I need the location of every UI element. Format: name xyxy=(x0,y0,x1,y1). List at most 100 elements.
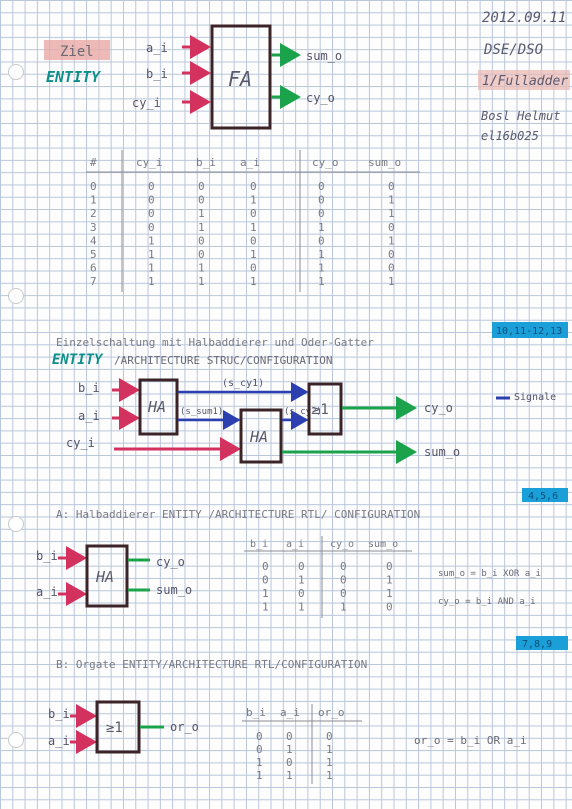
tt-header-bi: b_i xyxy=(196,156,216,169)
or-tt-cell: 1 xyxy=(326,756,333,769)
ha-tt-cell: 1 xyxy=(262,601,269,614)
signal-s-sum1: (s_sum1) xyxy=(180,407,223,417)
tt-cell: 0 xyxy=(198,194,205,207)
or-badge-bg xyxy=(516,636,568,650)
or-th-1: a_i xyxy=(280,706,300,719)
struct-input-cy: cy_i xyxy=(66,436,95,450)
tt-cell: 1 xyxy=(198,262,205,275)
ha2-block xyxy=(239,408,283,464)
ha2-label: HA xyxy=(249,428,268,446)
header-author: Bosl Helmut xyxy=(481,109,560,123)
tt-cell: 1 xyxy=(388,194,395,207)
ha-tt-cell: 1 xyxy=(386,574,393,587)
fa-block xyxy=(210,24,272,130)
tt-cell: 1 xyxy=(198,207,205,220)
header-student-id: el16b025 xyxy=(481,129,539,143)
ha-badge-bg xyxy=(522,488,568,502)
or-tt-cell: 0 xyxy=(326,730,333,743)
struct-input-a: a_i xyxy=(78,409,100,423)
or-input-a: a_i xyxy=(48,734,70,748)
punch-hole xyxy=(8,288,24,304)
ha-tt-cell: 1 xyxy=(262,587,269,600)
ha-output-cy: cy_o xyxy=(156,555,185,569)
ha-tt-cell: 0 xyxy=(386,560,393,573)
ha-tt-cell: 1 xyxy=(298,574,305,587)
fa-input-b: b_i xyxy=(146,67,168,81)
struct-entity-label: ENTITY xyxy=(52,352,104,368)
tt-cell: 4 xyxy=(90,234,97,247)
ha1-block xyxy=(138,378,179,436)
or-output: or_o xyxy=(170,720,199,734)
or-tt-cell: 1 xyxy=(256,769,263,782)
ha1-label: HA xyxy=(147,398,166,416)
tt-cell: 1 xyxy=(250,194,257,207)
tt-cell: 1 xyxy=(90,194,97,207)
tt-cell: 0 xyxy=(388,262,395,275)
ziel-label: Ziel xyxy=(60,44,94,60)
ha-tt-cell: 0 xyxy=(340,560,347,573)
tt-cell: 2 xyxy=(90,207,97,220)
tt-cell: 1 xyxy=(250,221,257,234)
or-gate-label: ≥1 xyxy=(106,720,123,736)
topic-highlight xyxy=(478,70,570,90)
tt-cell: 1 xyxy=(198,221,205,234)
tt-cell: 0 xyxy=(198,180,205,193)
ha-block-label: HA xyxy=(95,568,114,586)
tt-cell: 0 xyxy=(198,234,205,247)
tt-header-sumo: sum_o xyxy=(368,156,401,169)
tt-cell: 0 xyxy=(318,207,325,220)
or-tt-cell: 1 xyxy=(326,769,333,782)
ha-input-b: b_i xyxy=(36,549,58,563)
tt-cell: 0 xyxy=(250,180,257,193)
ha-badge: 4,5,6 xyxy=(528,491,558,502)
ha-tt-cell: 1 xyxy=(386,587,393,600)
punch-hole xyxy=(8,64,24,80)
or-tt-cell: 1 xyxy=(286,769,293,782)
ha-th-3: sum_o xyxy=(368,539,398,550)
or-tt-cell: 1 xyxy=(256,756,263,769)
tt-cell: 1 xyxy=(388,234,395,247)
tt-cell: 0 xyxy=(388,221,395,234)
ha-input-a: a_i xyxy=(36,585,58,599)
tt-cell: 0 xyxy=(90,180,97,193)
signal-s-cy1: (s_cy1) xyxy=(222,378,264,389)
tt-header-cyo: cy_o xyxy=(312,156,339,169)
ha-tt-cell: 0 xyxy=(386,601,393,614)
tt-cell: 0 xyxy=(388,180,395,193)
ha-tt-cell: 0 xyxy=(262,560,269,573)
ha-section: 4,5,6 A: Halbaddierer ENTITY /ARCHITECTU… xyxy=(36,488,568,618)
header-date: 2012.09.11 xyxy=(482,10,566,26)
or-tt-cell: 0 xyxy=(256,743,263,756)
tt-cell: 0 xyxy=(388,248,395,261)
tt-header-cyi: cy_i xyxy=(136,156,163,169)
tt-cell: 6 xyxy=(90,262,97,275)
ha-block xyxy=(85,544,129,608)
tt-cell: 1 xyxy=(148,262,155,275)
punch-hole xyxy=(8,516,24,532)
ha-tt-cell: 0 xyxy=(340,574,347,587)
ha-tt-cell: 0 xyxy=(262,574,269,587)
or-tt-cell: 1 xyxy=(286,743,293,756)
tt-cell: 0 xyxy=(250,234,257,247)
ha-title: A: Halbaddierer ENTITY /ARCHITECTURE RTL… xyxy=(56,508,420,521)
tt-cell: 0 xyxy=(148,180,155,193)
or-gate-block xyxy=(95,700,141,754)
tt-cell: 0 xyxy=(318,234,325,247)
ha-th-1: a_i xyxy=(286,539,304,550)
ha-output-sum: sum_o xyxy=(156,583,192,597)
tt-cell: 7 xyxy=(90,275,97,288)
tt-cell: 0 xyxy=(148,221,155,234)
header-topic: 1/Fulladder xyxy=(482,74,568,89)
tt-cell: 0 xyxy=(250,262,257,275)
punch-hole xyxy=(8,732,24,748)
tt-cell: 1 xyxy=(198,275,205,288)
struct-badge: 10,11-12,13 xyxy=(496,326,562,337)
or-input-b: b_i xyxy=(48,707,70,721)
or-tt-cell: 0 xyxy=(286,730,293,743)
or-title: B: Orgate ENTITY/ARCHITECTURE RTL/CONFIG… xyxy=(56,658,367,671)
or-block xyxy=(307,382,343,436)
ziel-highlight xyxy=(44,40,110,60)
